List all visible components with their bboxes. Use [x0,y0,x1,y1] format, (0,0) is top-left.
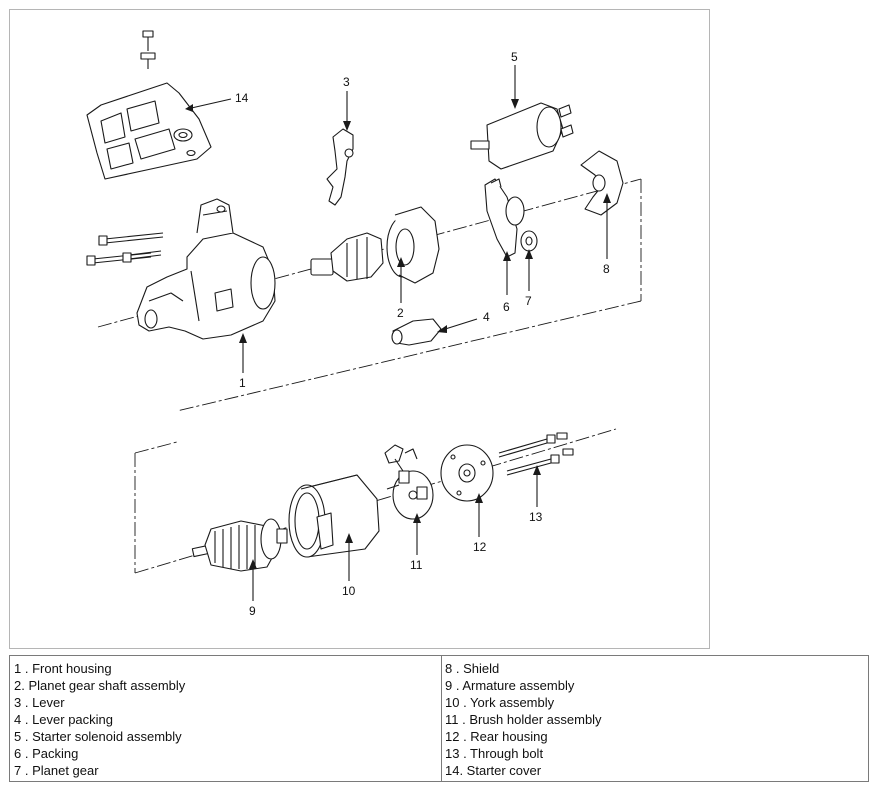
legend-item-13: 13 . Through bolt [445,746,544,761]
through-bolt-part [498,432,574,476]
callout-9: 9 [249,604,256,618]
legend-column-left: 1 . Front housing 2. Planet gear shaft a… [10,656,442,781]
callout-1: 1 [239,376,246,390]
callout-4: 4 [483,310,490,324]
planet-gear-shaft-part [310,206,440,284]
callout-13: 13 [529,510,543,524]
parts-legend-table: 1 . Front housing 2. Planet gear shaft a… [9,655,869,782]
legend-column-right: 8 . Shield 9 . Armature assembly 10 . Yo… [441,656,868,781]
legend-item-10: 10 . York assembly [445,695,555,710]
legend-item-8: 8 . Shield [445,661,500,676]
lever-packing-part [391,318,442,346]
york-assembly-part [288,474,380,558]
callout-8: 8 [603,262,610,276]
legend-item-14: 14. Starter cover [445,763,542,778]
lower-assembly-axis [134,428,617,574]
brush-holder-part [384,444,434,520]
legend-item-1: 1 . Front housing [14,661,112,676]
callout-10: 10 [342,584,356,598]
legend-item-6: 6 . Packing [14,746,79,761]
legend-item-3: 3 . Lever [14,695,65,710]
legend-item-7: 7 . Planet gear [14,763,99,778]
exploded-view-diagram: 1 2 3 4 5 6 7 8 9 10 11 12 13 14 [9,9,710,649]
planet-gear-part [505,196,538,252]
callout-11: 11 [410,558,423,572]
legend-item-11: 11 . Brush holder assembly [445,712,602,727]
front-housing-bolts [86,232,164,266]
callout-12: 12 [473,540,487,554]
leader-14 [186,98,232,110]
legend-item-9: 9 . Armature assembly [445,678,575,693]
starter-cover-part [86,30,212,180]
legend-item-4: 4 . Lever packing [14,712,114,727]
starter-solenoid-part [470,102,574,170]
shield-part [580,150,624,216]
callout-3: 3 [343,75,350,89]
callout-6: 6 [503,300,510,314]
lever-part [326,128,354,206]
packing-part [484,178,518,258]
callout-7: 7 [525,294,532,308]
front-housing-part [136,198,276,340]
armature-part [191,518,288,572]
callout-14: 14 [235,91,249,105]
legend-item-2: 2. Planet gear shaft assembly [14,678,186,693]
legend-item-5: 5 . Starter solenoid assembly [14,729,182,744]
legend-item-12: 12 . Rear housing [445,729,548,744]
callout-2: 2 [397,306,404,320]
callout-5: 5 [511,50,518,64]
rear-housing-part [440,444,494,502]
